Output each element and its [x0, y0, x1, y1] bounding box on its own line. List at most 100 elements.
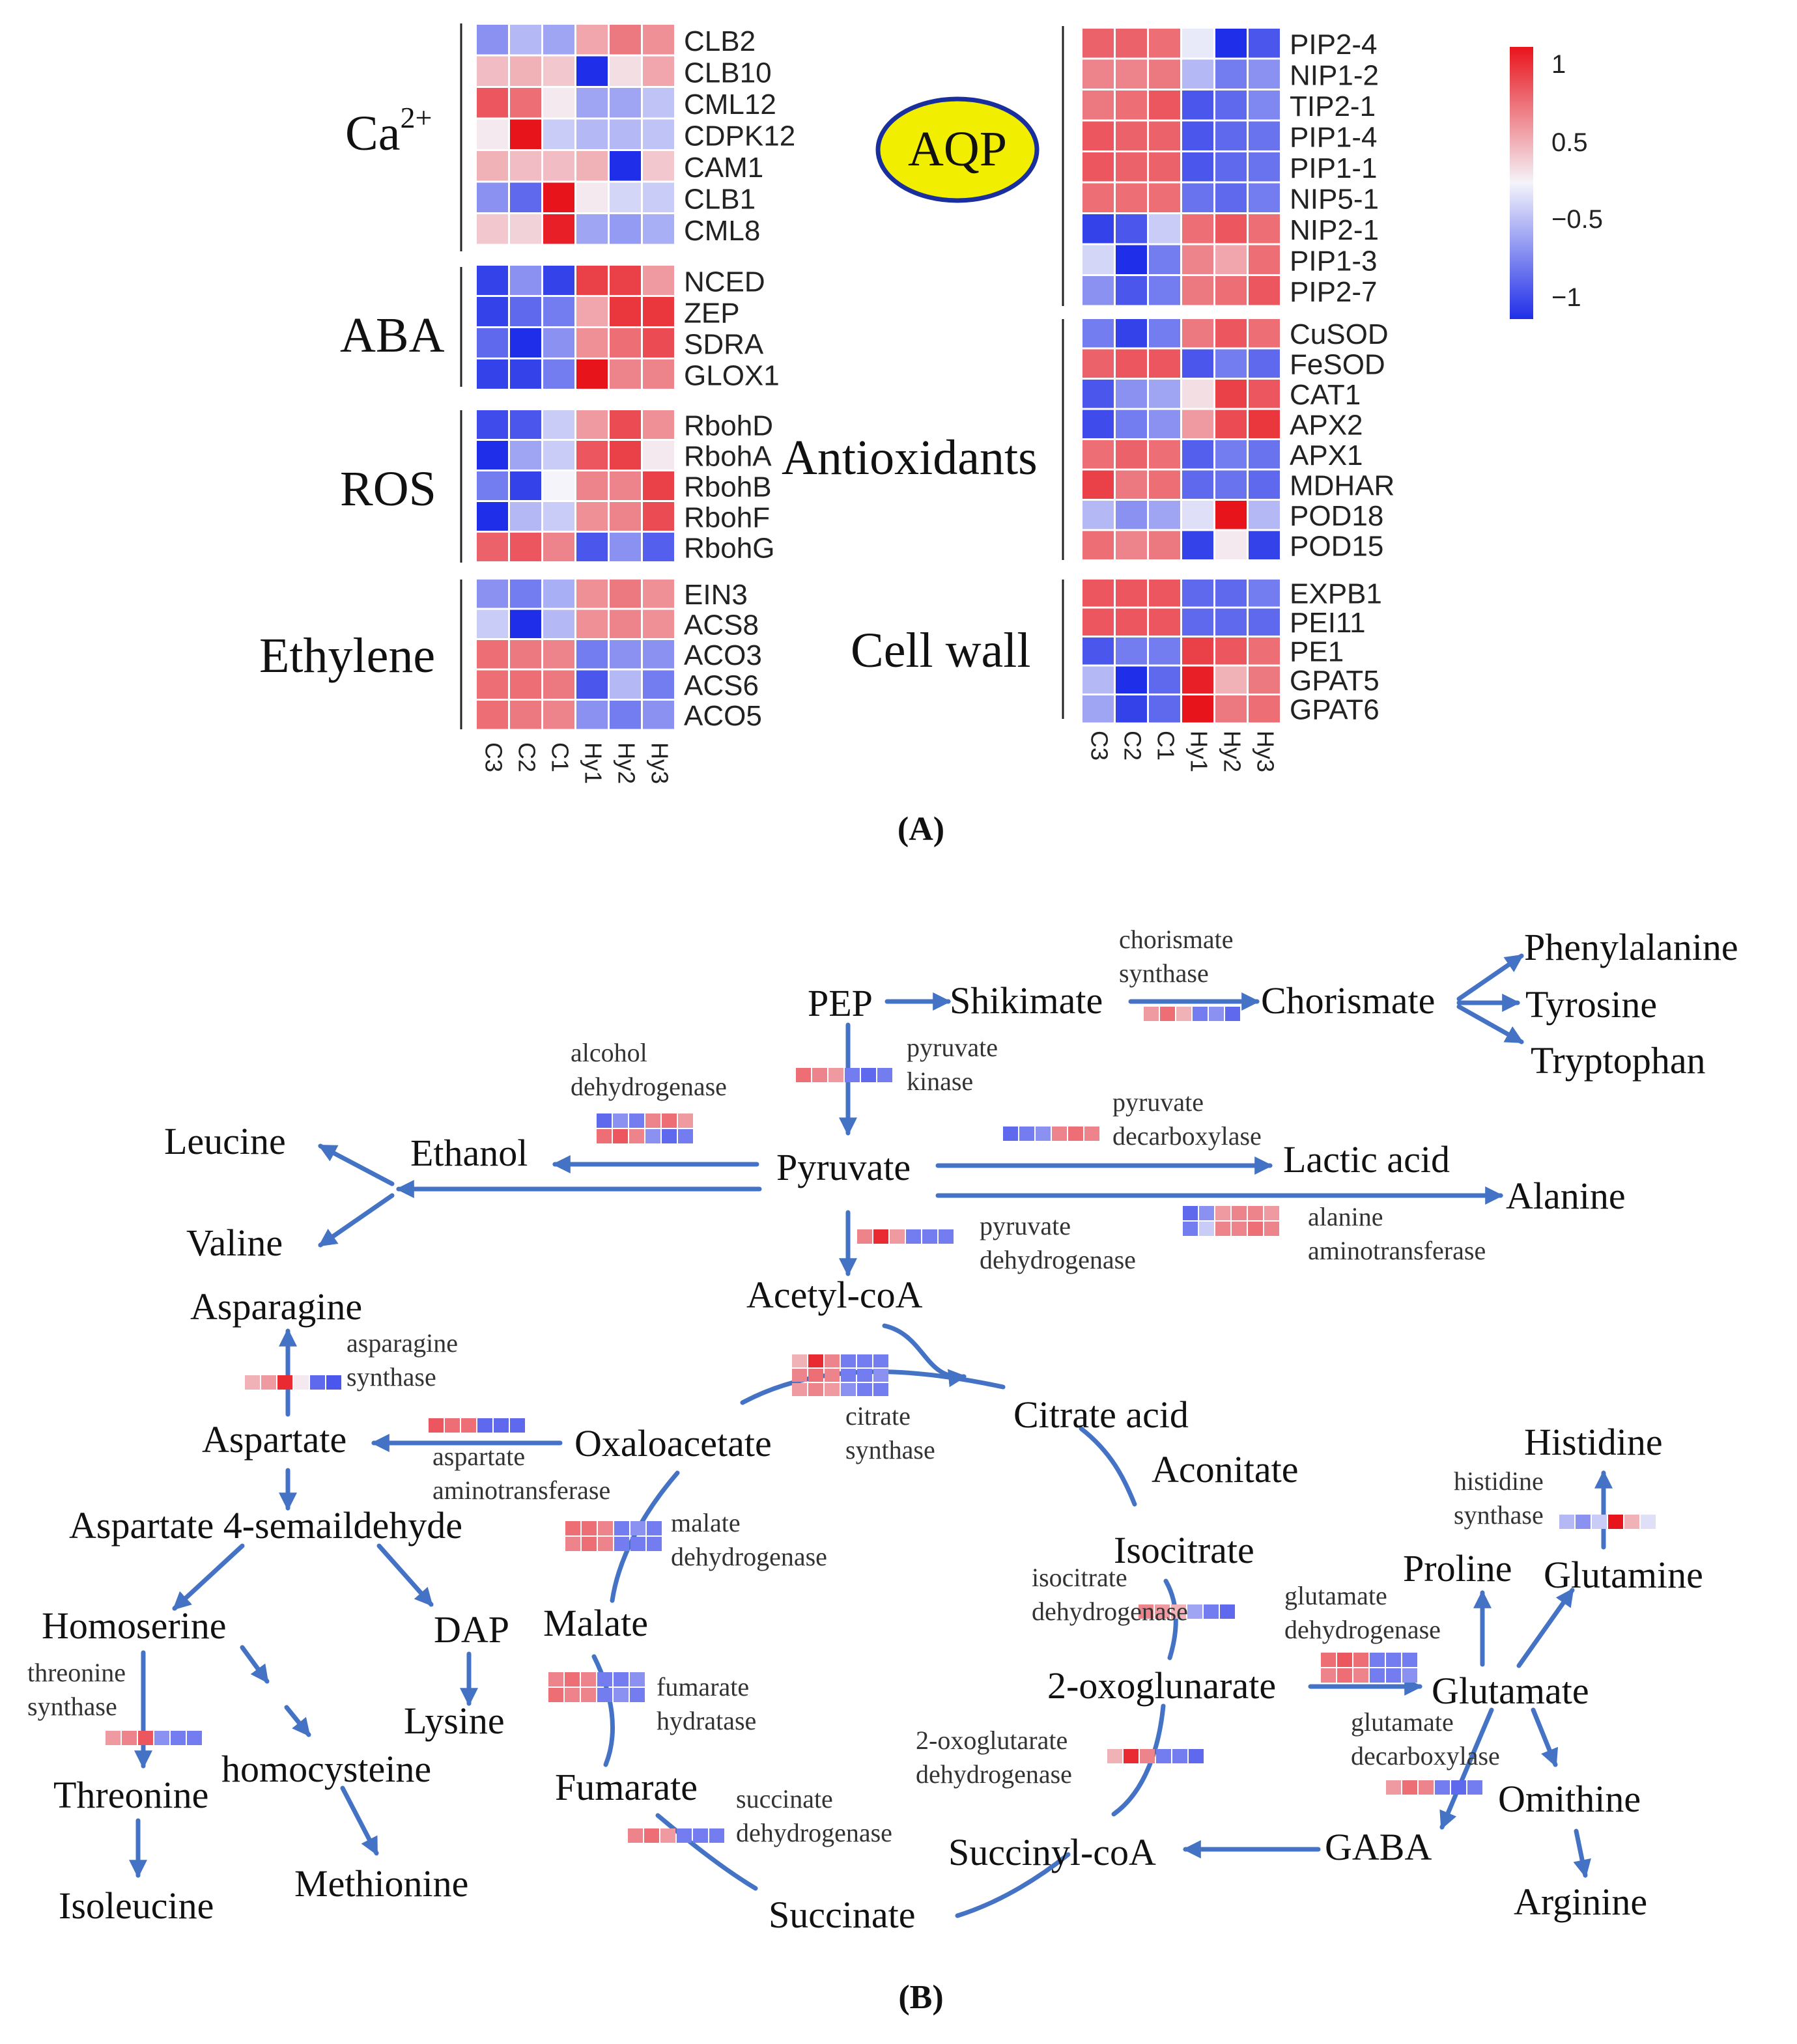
- enzyme-cell-pyruvate-kinase-0-c1: [828, 1068, 843, 1082]
- enzyme-cell-fumarate-hydratase-1-hy3: [630, 1688, 645, 1702]
- heatmap-cell-cam1-c1: [543, 151, 574, 181]
- heatmap-cell-rbohf-hy1: [576, 502, 608, 531]
- enzyme-label-fumarate-hydratase-0: fumarate: [657, 1672, 749, 1701]
- heatmap-cell-clb1-c3: [477, 182, 508, 212]
- metabolite-alanine: Alanine: [1506, 1175, 1626, 1217]
- condition-label-c1: C1: [1153, 731, 1180, 761]
- heatmap-cell-pod18-c1: [1149, 501, 1180, 529]
- heatmap-cell-clb10-c3: [477, 56, 508, 86]
- heatmap-cell-cusod-c2: [1116, 319, 1147, 348]
- enzyme-label-asparagine-synthase-1: synthase: [347, 1362, 436, 1392]
- enzyme-label-alcohol-dehydrogenase-0: alcohol: [571, 1038, 647, 1067]
- enzyme-cell-malate-dehydrogenase-0-c2: [582, 1521, 597, 1535]
- heatmap-cell-cam1-c2: [510, 151, 541, 181]
- enzyme-cell-citrate-synthase-1-hy2: [857, 1369, 872, 1382]
- ca-group-label: Ca2+: [345, 101, 432, 161]
- heatmap-cell-pe1-c1: [1149, 637, 1180, 665]
- enzyme-cell-citrate-synthase-0-hy3: [873, 1354, 888, 1367]
- enzyme-label-oxoglutarate-dehydrogenase-1: dehydrogenase: [916, 1759, 1072, 1789]
- arrow-branch-valine: [318, 1193, 395, 1248]
- enzyme-label-fumarate-hydratase-1: hydratase: [657, 1706, 756, 1735]
- enzyme-label-pyruvate-kinase-1: kinase: [907, 1067, 973, 1096]
- metabolite-malate: Malate: [543, 1602, 648, 1644]
- heatmap-cell-apx1-c3: [1082, 440, 1114, 469]
- heatmap-cell-apx1-c1: [1149, 440, 1180, 469]
- heatmap-cell-acs8-c1: [543, 609, 574, 638]
- aba-group-label: ABA: [340, 308, 445, 363]
- condition-label-c3: C3: [1086, 731, 1113, 761]
- heatmap-cell-nip1-2-hy1: [1182, 59, 1213, 89]
- condition-label-hy2: Hy2: [614, 742, 640, 784]
- enzyme-cell-glutamate-dehydrogenase-1-c1: [1353, 1668, 1368, 1683]
- heatmap-cell-rboha-c3: [477, 441, 508, 469]
- enzyme-cell-aspartate-aminotransferase-0-hy3: [510, 1418, 525, 1433]
- metabolite-glutamine: Glutamine: [1544, 1554, 1703, 1596]
- enzyme-cell-glutamate-decarboxylase-0-hy1: [1435, 1780, 1450, 1795]
- heatmap-cell-rbohb-c3: [477, 471, 508, 500]
- gene-label-pip2-7: PIP2-7: [1290, 276, 1378, 308]
- enzyme-cell-glutamate-dehydrogenase-1-hy1: [1370, 1668, 1385, 1683]
- heatmap-cell-pe1-hy2: [1215, 637, 1247, 665]
- enzyme-cell-aspartate-aminotransferase-0-hy2: [494, 1418, 509, 1433]
- heatmap-cell-pip1-1-c2: [1116, 152, 1147, 182]
- tca-oxoglunarate-succinylcoa: [1111, 1703, 1166, 1817]
- heatmap-cell-rbohg-c1: [543, 533, 574, 561]
- heatmap-cell-pip1-4-hy3: [1249, 121, 1280, 150]
- enzyme-cell-citrate-synthase-0-c3: [792, 1354, 807, 1367]
- enzyme-label-histidine-synthase-1: synthase: [1454, 1500, 1544, 1530]
- heatmap-cell-acs6-hy3: [643, 670, 674, 699]
- metabolite-oxaloacetate: Oxaloacetate: [574, 1422, 772, 1464]
- heatmap-cell-apx1-c2: [1116, 440, 1147, 469]
- heatmap-cell-pip2-7-c2: [1116, 276, 1147, 305]
- heatmap-cell-pod15-c1: [1149, 531, 1180, 559]
- metabolite-pyruvate: Pyruvate: [776, 1146, 911, 1188]
- gene-label-fesod: FeSOD: [1290, 349, 1385, 381]
- enzyme-cell-glutamate-decarboxylase-0-hy2: [1451, 1780, 1466, 1795]
- enzyme-cell-citrate-synthase-2-c3: [792, 1383, 807, 1396]
- heatmap-cell-rbohd-hy2: [610, 410, 641, 439]
- heatmap-cell-rboha-c2: [510, 441, 541, 469]
- enzyme-cell-citrate-synthase-2-c2: [808, 1383, 823, 1396]
- heatmap-cell-clb1-hy1: [576, 182, 608, 212]
- enzyme-cell-chorismate-synthase-0-hy3: [1225, 1007, 1240, 1021]
- enzyme-label-threonine-synthase-1: synthase: [27, 1692, 117, 1721]
- heatmap-cell-mdhar-hy1: [1182, 470, 1213, 499]
- heatmap-cell-sdra-c2: [510, 328, 541, 357]
- heatmap-cell-pod15-hy1: [1182, 531, 1213, 559]
- arrow-acetylcoa-citrate: [882, 1323, 967, 1388]
- heatmap-cell-pip2-4-hy2: [1215, 29, 1247, 58]
- colorbar-label-0-5: 0.5: [1551, 128, 1588, 157]
- right-heatmap-cells: [1082, 29, 1280, 723]
- gene-label-pei11: PEI11: [1290, 607, 1366, 639]
- heatmap-cell-apx2-hy1: [1182, 410, 1213, 438]
- heatmap-cell-aco3-hy3: [643, 640, 674, 669]
- metabolite-homoserine: Homoserine: [42, 1604, 227, 1647]
- heatmap-cell-acs8-hy2: [610, 609, 641, 638]
- heatmap-cell-nip5-1-c2: [1116, 183, 1147, 212]
- enzyme-cell-isocitrate-dehydrogenase-0-hy1: [1187, 1604, 1202, 1619]
- enzyme-cell-pyruvate-decarboxylase-0-c3: [1003, 1127, 1018, 1141]
- heatmap-cell-pip2-4-c1: [1149, 29, 1180, 58]
- enzyme-cell-glutamate-dehydrogenase-1-c3: [1321, 1668, 1336, 1683]
- heatmap-cell-cml12-c3: [477, 88, 508, 118]
- enzyme-label-malate-dehydrogenase-1: dehydrogenase: [671, 1542, 827, 1571]
- enzyme-cell-glutamate-dehydrogenase-0-c1: [1353, 1653, 1368, 1667]
- heatmap-cell-sdra-hy1: [576, 328, 608, 357]
- heatmap-cell-tip2-1-c2: [1116, 91, 1147, 120]
- tca-malate-fumarate: [591, 1654, 615, 1767]
- enzyme-cell-alcohol-dehydrogenase-0-hy3: [678, 1113, 693, 1128]
- enzyme-cell-malate-dehydrogenase-1-hy3: [647, 1537, 662, 1551]
- enzyme-cell-fumarate-hydratase-0-hy3: [630, 1672, 645, 1687]
- enzyme-cell-citrate-synthase-0-hy2: [857, 1354, 872, 1367]
- heatmap-cell-cml8-c3: [477, 214, 508, 244]
- heatmap-cell-aco5-c3: [477, 701, 508, 729]
- heatmap-cell-gpat6-hy2: [1215, 695, 1247, 723]
- heatmap-cell-rbohd-c2: [510, 410, 541, 439]
- heatmap-cell-rbohd-hy1: [576, 410, 608, 439]
- enzyme-label-chorismate-synthase-0: chorismate: [1119, 925, 1234, 954]
- enzyme-cell-threonine-synthase-0-c2: [122, 1731, 137, 1745]
- metabolite-isocitrate: Isocitrate: [1114, 1529, 1254, 1571]
- enzyme-heatmaps: [106, 1007, 1656, 1843]
- enzyme-cell-glutamate-dehydrogenase-0-c3: [1321, 1653, 1336, 1667]
- enzyme-cell-asparagine-synthase-0-hy1: [294, 1375, 309, 1390]
